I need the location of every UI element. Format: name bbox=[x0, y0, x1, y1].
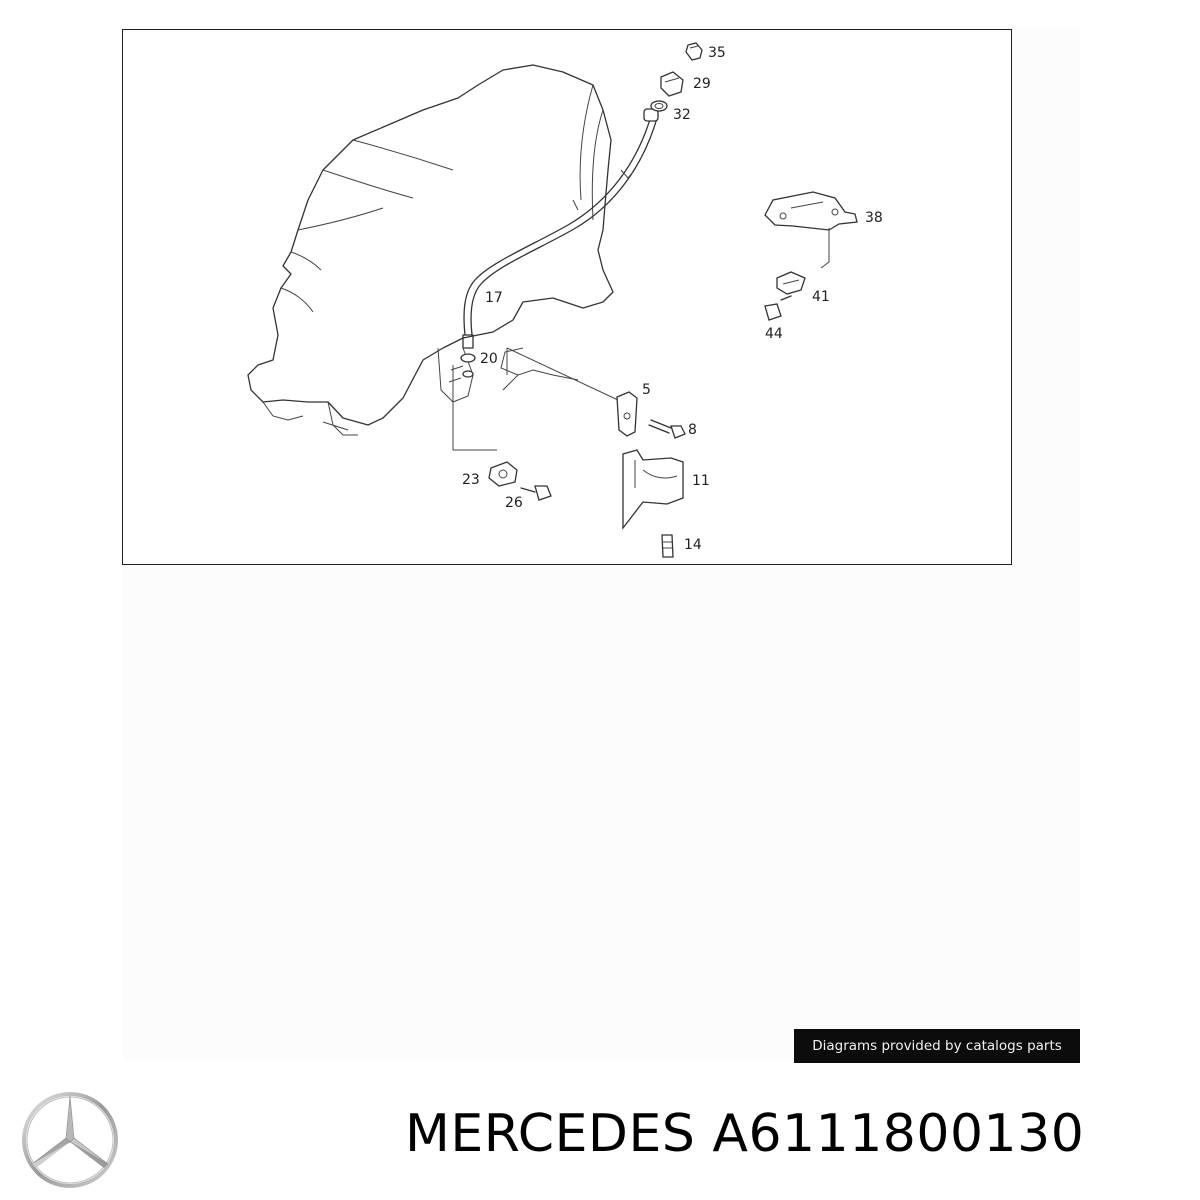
diagram-drawing bbox=[247, 42, 858, 558]
bolt-14 bbox=[661, 534, 674, 558]
part-label-32: 32 bbox=[673, 107, 691, 123]
dipstick-tube bbox=[462, 108, 659, 349]
bracket-38 bbox=[764, 191, 858, 269]
brand-name: MERCEDES bbox=[405, 1104, 696, 1164]
bracket-5 bbox=[616, 391, 638, 437]
part-label-8: 8 bbox=[688, 422, 697, 438]
heat-shield-11 bbox=[622, 449, 684, 530]
part-label-41: 41 bbox=[812, 289, 830, 305]
bolt-44 bbox=[764, 295, 792, 321]
bolt-26 bbox=[520, 485, 552, 501]
plug-29 bbox=[660, 71, 684, 97]
part-label-38: 38 bbox=[865, 210, 883, 226]
transmission-housing bbox=[247, 64, 614, 436]
part-label-26: 26 bbox=[505, 495, 523, 511]
part-label-44: 44 bbox=[765, 326, 783, 342]
clamp-23 bbox=[488, 461, 518, 487]
clip-41 bbox=[776, 271, 806, 295]
leader-lines bbox=[452, 347, 619, 451]
seal-20 bbox=[460, 353, 476, 378]
part-label-11: 11 bbox=[692, 473, 710, 489]
mercedes-star-icon bbox=[22, 1092, 118, 1188]
part-number: A6111800130 bbox=[712, 1104, 1085, 1164]
part-label-35: 35 bbox=[708, 45, 726, 61]
breather-cap-35 bbox=[685, 42, 703, 61]
diagram-credit-banner: Diagrams provided by catalogs parts bbox=[794, 1029, 1080, 1063]
part-label-20: 20 bbox=[480, 351, 498, 367]
part-label-5: 5 bbox=[642, 382, 651, 398]
part-title: MERCEDES A6111800130 bbox=[405, 1108, 1084, 1160]
seal-ring-32 bbox=[650, 100, 668, 112]
part-label-23: 23 bbox=[462, 472, 480, 488]
part-label-17: 17 bbox=[485, 290, 503, 306]
part-label-29: 29 bbox=[693, 76, 711, 92]
part-label-14: 14 bbox=[684, 537, 702, 553]
parts-diagram: 35 29 32 38 17 41 44 20 5 8 11 23 26 14 bbox=[122, 29, 1012, 565]
bolt-8 bbox=[648, 419, 686, 439]
